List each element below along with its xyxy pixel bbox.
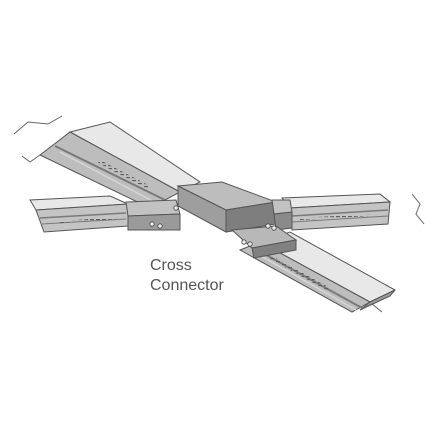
caption-line-1: Cross bbox=[150, 257, 192, 274]
break-line-top-left bbox=[13, 115, 63, 135]
diagonal-rail bbox=[39, 121, 397, 313]
caption-line-2: Connector bbox=[150, 277, 224, 294]
break-line-right bbox=[411, 193, 425, 225]
break-line-left-lower bbox=[21, 154, 41, 163]
break-line-bottom-right bbox=[359, 303, 383, 313]
cross-connector-body bbox=[125, 181, 298, 259]
break-lines bbox=[13, 115, 425, 313]
diagram-caption: Cross Connector bbox=[150, 256, 224, 296]
